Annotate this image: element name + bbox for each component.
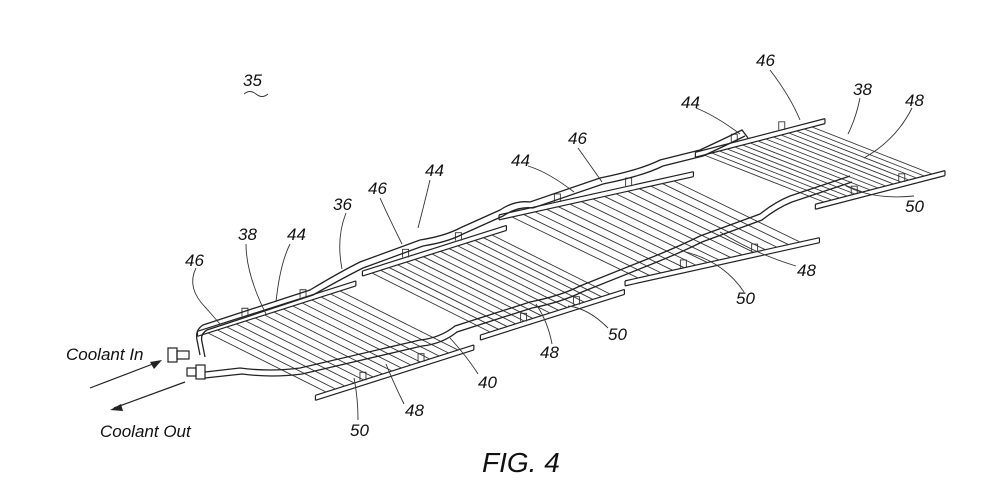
reference-labels: 46 38 44 36 46 44 44 46 44 46 38 48 50 4… (185, 51, 924, 440)
cooling-plate (694, 118, 946, 210)
label-48: 48 (905, 91, 924, 110)
connector-nub (454, 232, 462, 241)
label-36: 36 (333, 195, 352, 214)
cooling-plates (196, 118, 946, 401)
coolant-in-label: Coolant In (66, 345, 144, 364)
cooling-plate (361, 224, 626, 341)
label-40: 40 (478, 373, 497, 392)
label-48: 48 (405, 401, 424, 420)
label-46: 46 (368, 179, 387, 198)
label-48: 48 (797, 261, 816, 280)
inlet-fitting (167, 347, 190, 363)
label-44: 44 (511, 151, 530, 170)
label-48: 48 (540, 343, 559, 362)
connector-nub (850, 185, 858, 195)
label-38: 38 (238, 225, 257, 244)
reference-numeral: 35 (243, 71, 262, 90)
label-44: 44 (681, 93, 700, 112)
connector-nub (520, 312, 528, 322)
connector-nub (417, 353, 425, 362)
label-50: 50 (736, 289, 755, 308)
connector-nub (898, 173, 906, 182)
connector-nub (679, 259, 687, 268)
return-tube (204, 175, 853, 379)
coolant-out-label: Coolant Out (100, 422, 192, 441)
connector-nub (553, 193, 561, 202)
label-44: 44 (287, 225, 306, 244)
connector-nub (751, 243, 759, 253)
inlet-arrow (89, 360, 162, 389)
label-50: 50 (350, 421, 369, 440)
label-38: 38 (853, 80, 872, 99)
connector-nub (359, 371, 367, 381)
label-46: 46 (568, 129, 587, 148)
leader-lines (192, 69, 915, 421)
label-50: 50 (608, 325, 627, 344)
connector-nub (572, 296, 580, 305)
label-46: 46 (185, 251, 204, 270)
outlet-arrow (110, 381, 186, 411)
label-44: 44 (425, 161, 444, 180)
label-46: 46 (756, 51, 775, 70)
outlet-fitting (186, 364, 206, 380)
figure-caption: FIG. 4 (482, 447, 560, 478)
supply-tube (195, 129, 749, 358)
connector-nub (778, 121, 786, 130)
cooling-plate (498, 171, 821, 287)
cooling-plate (196, 280, 475, 401)
squiggle-mark (243, 91, 269, 97)
label-50: 50 (905, 197, 924, 216)
